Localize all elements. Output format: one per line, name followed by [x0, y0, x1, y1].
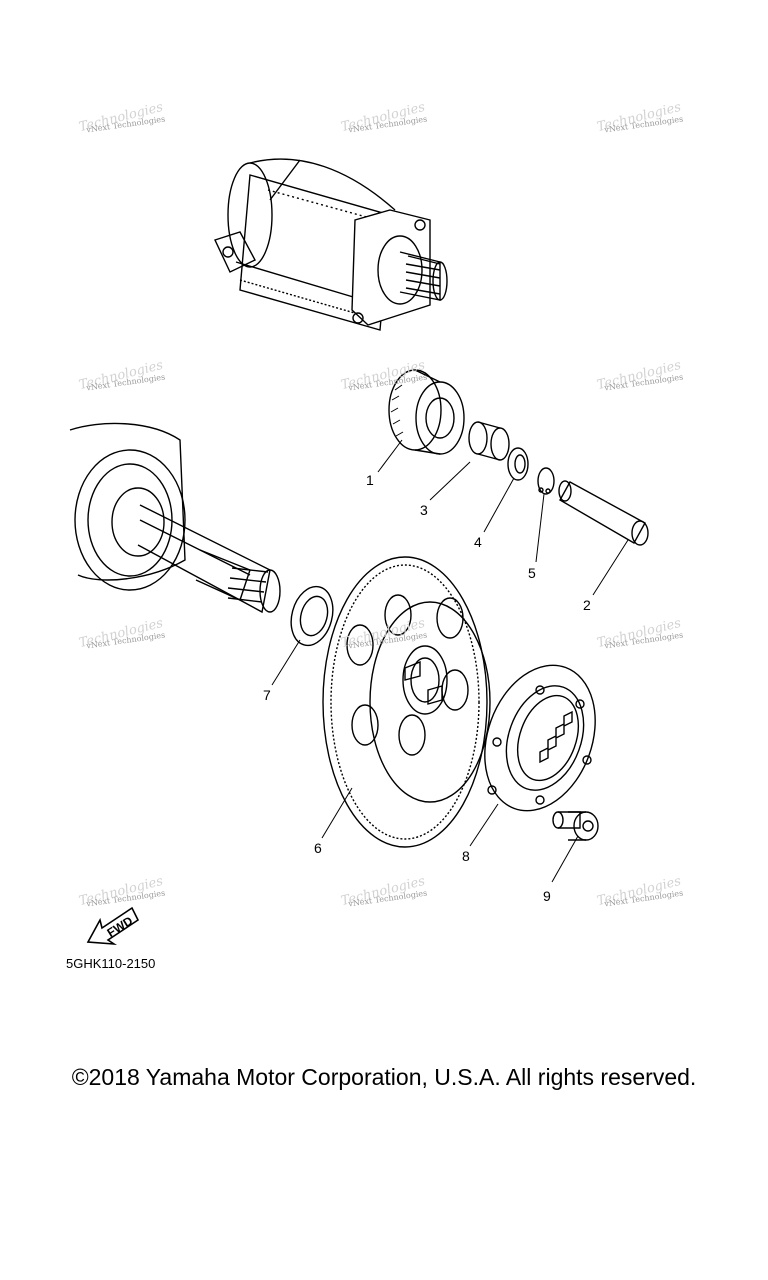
part-code: 5GHK110-2150 — [66, 956, 156, 971]
callout-2: 2 — [583, 597, 591, 613]
callout-9: 9 — [543, 888, 551, 904]
part-2-shaft — [558, 480, 649, 546]
callout-1: 1 — [366, 472, 374, 488]
callout-3: 3 — [420, 502, 428, 518]
callout-6: 6 — [314, 840, 322, 856]
callout-8: 8 — [462, 848, 470, 864]
part-9-bolt — [552, 811, 599, 841]
part-5-circlip — [537, 467, 555, 495]
fwd-arrow-icon: FWD — [86, 906, 140, 946]
callout-4: 4 — [474, 534, 482, 550]
starter-motor — [214, 158, 448, 331]
part-1-idle-gear — [388, 369, 465, 455]
part-7-washer — [290, 585, 334, 647]
part-3-bearing — [468, 421, 510, 461]
crankshaft-assembly — [69, 422, 281, 614]
part-4-washer — [507, 447, 529, 481]
part-6-wheel-gear — [322, 556, 491, 848]
copyright-notice: ©2018 Yamaha Motor Corporation, U.S.A. A… — [71, 1064, 697, 1090]
callout-7: 7 — [263, 687, 271, 703]
leader-lines — [271, 439, 629, 883]
part-8-one-way-clutch — [484, 664, 596, 812]
callout-5: 5 — [528, 565, 536, 581]
